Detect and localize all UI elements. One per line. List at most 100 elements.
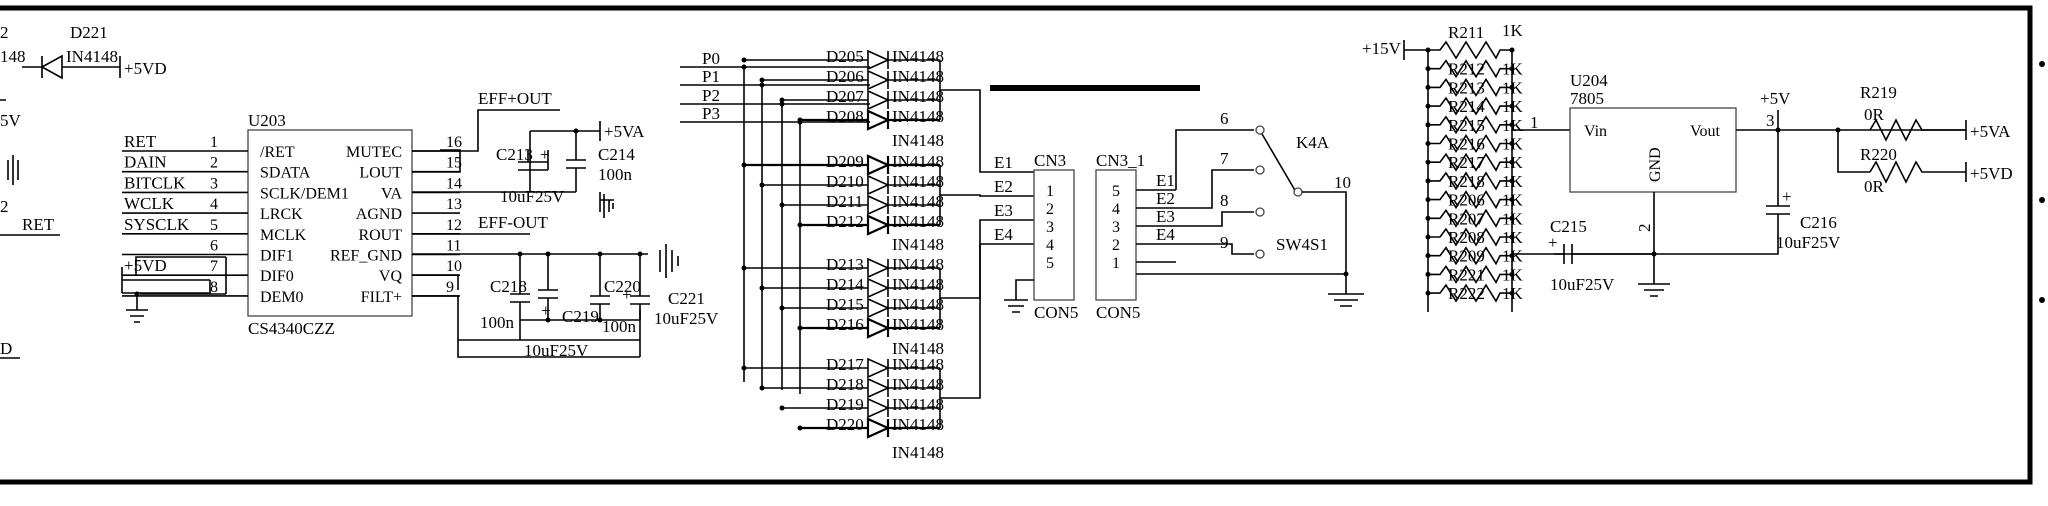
frame-tick bbox=[2039, 197, 2045, 203]
diode-part: IN4148 bbox=[892, 339, 944, 358]
resistor-value: 1K bbox=[1502, 265, 1524, 284]
diode-ref: D207 bbox=[826, 87, 864, 106]
resistor-symbol bbox=[1428, 133, 1512, 154]
connector-ref: CN3_1 bbox=[1096, 151, 1145, 170]
frame-tick bbox=[2039, 297, 2045, 303]
pin-name: GND bbox=[1647, 147, 1664, 182]
junction bbox=[1509, 159, 1515, 165]
diode-symbol bbox=[800, 214, 940, 236]
junction bbox=[797, 325, 803, 331]
switch-contact bbox=[1255, 165, 1265, 175]
diode-part: IN4148 bbox=[892, 87, 944, 106]
edge-label: RET bbox=[22, 215, 55, 234]
diode-ref: D217 bbox=[826, 355, 864, 374]
edge-label: 2 bbox=[0, 23, 9, 42]
pin-name: REF_GND bbox=[330, 248, 402, 265]
switch-contact bbox=[1255, 207, 1265, 217]
junction bbox=[1509, 47, 1515, 53]
junction bbox=[797, 117, 803, 123]
pin-name: ROUT bbox=[358, 227, 402, 244]
diode-part: IN4148 bbox=[892, 443, 944, 462]
pin-number: 9 bbox=[446, 279, 454, 296]
pin-number: 1 bbox=[210, 134, 218, 151]
edge-label: 5V bbox=[0, 111, 22, 130]
diode-ref: D210 bbox=[826, 172, 864, 191]
resistor-ref: R221 bbox=[1448, 265, 1485, 284]
junction bbox=[1425, 290, 1431, 296]
cap-ref: C214 bbox=[598, 145, 635, 164]
resistor-ref: R206 bbox=[1448, 191, 1485, 210]
net-label: RET bbox=[124, 132, 157, 151]
junction bbox=[797, 425, 803, 431]
resistor-ref: R215 bbox=[1448, 116, 1485, 135]
switch-wire bbox=[1176, 243, 1254, 255]
pin-number: 5 bbox=[210, 217, 218, 234]
diode-ref: D205 bbox=[826, 47, 864, 66]
junction bbox=[759, 385, 765, 391]
diode-ref: D214 bbox=[826, 275, 864, 294]
edge-fragment: 2 148 5V 2 RET D D221 IN4148 +5VD bbox=[0, 23, 167, 359]
pin-name: VA bbox=[381, 185, 402, 202]
resistor-value: 1K bbox=[1502, 228, 1524, 247]
net-label: E4 bbox=[1156, 225, 1175, 244]
pin-name: MCLK bbox=[260, 227, 307, 244]
junction bbox=[1425, 234, 1431, 240]
junction bbox=[1425, 103, 1431, 109]
resistor-symbol bbox=[1428, 246, 1512, 266]
resistor-ref: R218 bbox=[1448, 172, 1485, 191]
junction bbox=[759, 77, 765, 83]
junction bbox=[1509, 271, 1515, 277]
diode-bus bbox=[939, 165, 1034, 225]
net-label: +5VA bbox=[1970, 122, 2011, 141]
diode-part: IN4148 bbox=[892, 192, 944, 211]
resistor-symbol bbox=[1428, 152, 1512, 172]
diode-part: IN4148 bbox=[892, 395, 944, 414]
pin-number: 2 bbox=[1635, 224, 1654, 233]
junction bbox=[1425, 122, 1431, 128]
diode-bus bbox=[939, 60, 1034, 173]
diode-ref: D212 bbox=[826, 212, 864, 231]
port-label: P2 bbox=[702, 86, 720, 105]
resistor-symbol bbox=[1428, 264, 1512, 285]
cap-value: 10uF25V bbox=[1776, 233, 1841, 252]
connector-part: CON5 bbox=[1096, 303, 1140, 322]
net-label: +15V bbox=[1362, 39, 1402, 58]
diode-ref: D213 bbox=[826, 255, 864, 274]
pin-name: MUTEC bbox=[346, 144, 402, 161]
diode-symbol bbox=[762, 174, 940, 196]
frame-tick bbox=[2039, 61, 2045, 67]
resistor-value: 0R bbox=[1864, 105, 1885, 124]
junction bbox=[1509, 197, 1515, 203]
junction bbox=[741, 365, 747, 371]
diode-part: IN4148 bbox=[892, 131, 944, 150]
ic-part: CS4340CZZ bbox=[248, 319, 335, 338]
resistor-value: 1K bbox=[1502, 21, 1524, 40]
cap-ref: C216 bbox=[1800, 213, 1837, 232]
diode-symbol bbox=[762, 377, 940, 399]
svg-text:+: + bbox=[622, 285, 632, 304]
junction bbox=[759, 82, 765, 88]
pin-number: 8 bbox=[210, 279, 218, 296]
net-label: EFF-OUT bbox=[478, 213, 549, 232]
regulator-u204: U204 7805 Vin Vout GND 2 C215 10uF25V + … bbox=[1512, 71, 2013, 297]
pin-number: 1 bbox=[1530, 113, 1539, 132]
junction bbox=[1425, 66, 1431, 72]
diode-part: IN4148 bbox=[892, 47, 944, 66]
junction bbox=[741, 265, 747, 271]
connector-body bbox=[1033, 169, 1075, 301]
net-label: E4 bbox=[994, 225, 1013, 244]
cap-ref: C215 bbox=[1550, 217, 1587, 236]
diode-ref: D216 bbox=[826, 315, 864, 334]
pin-number: 11 bbox=[446, 238, 461, 255]
resistor-value: 1K bbox=[1502, 78, 1524, 97]
cap-value: 10uF25V bbox=[654, 309, 719, 328]
connector-body bbox=[1095, 169, 1137, 301]
connector-part: CON5 bbox=[1034, 303, 1078, 322]
resistor-ref: R208 bbox=[1448, 228, 1485, 247]
pin-number: 1 bbox=[1112, 255, 1120, 272]
pin-number: 3 bbox=[1046, 219, 1054, 236]
